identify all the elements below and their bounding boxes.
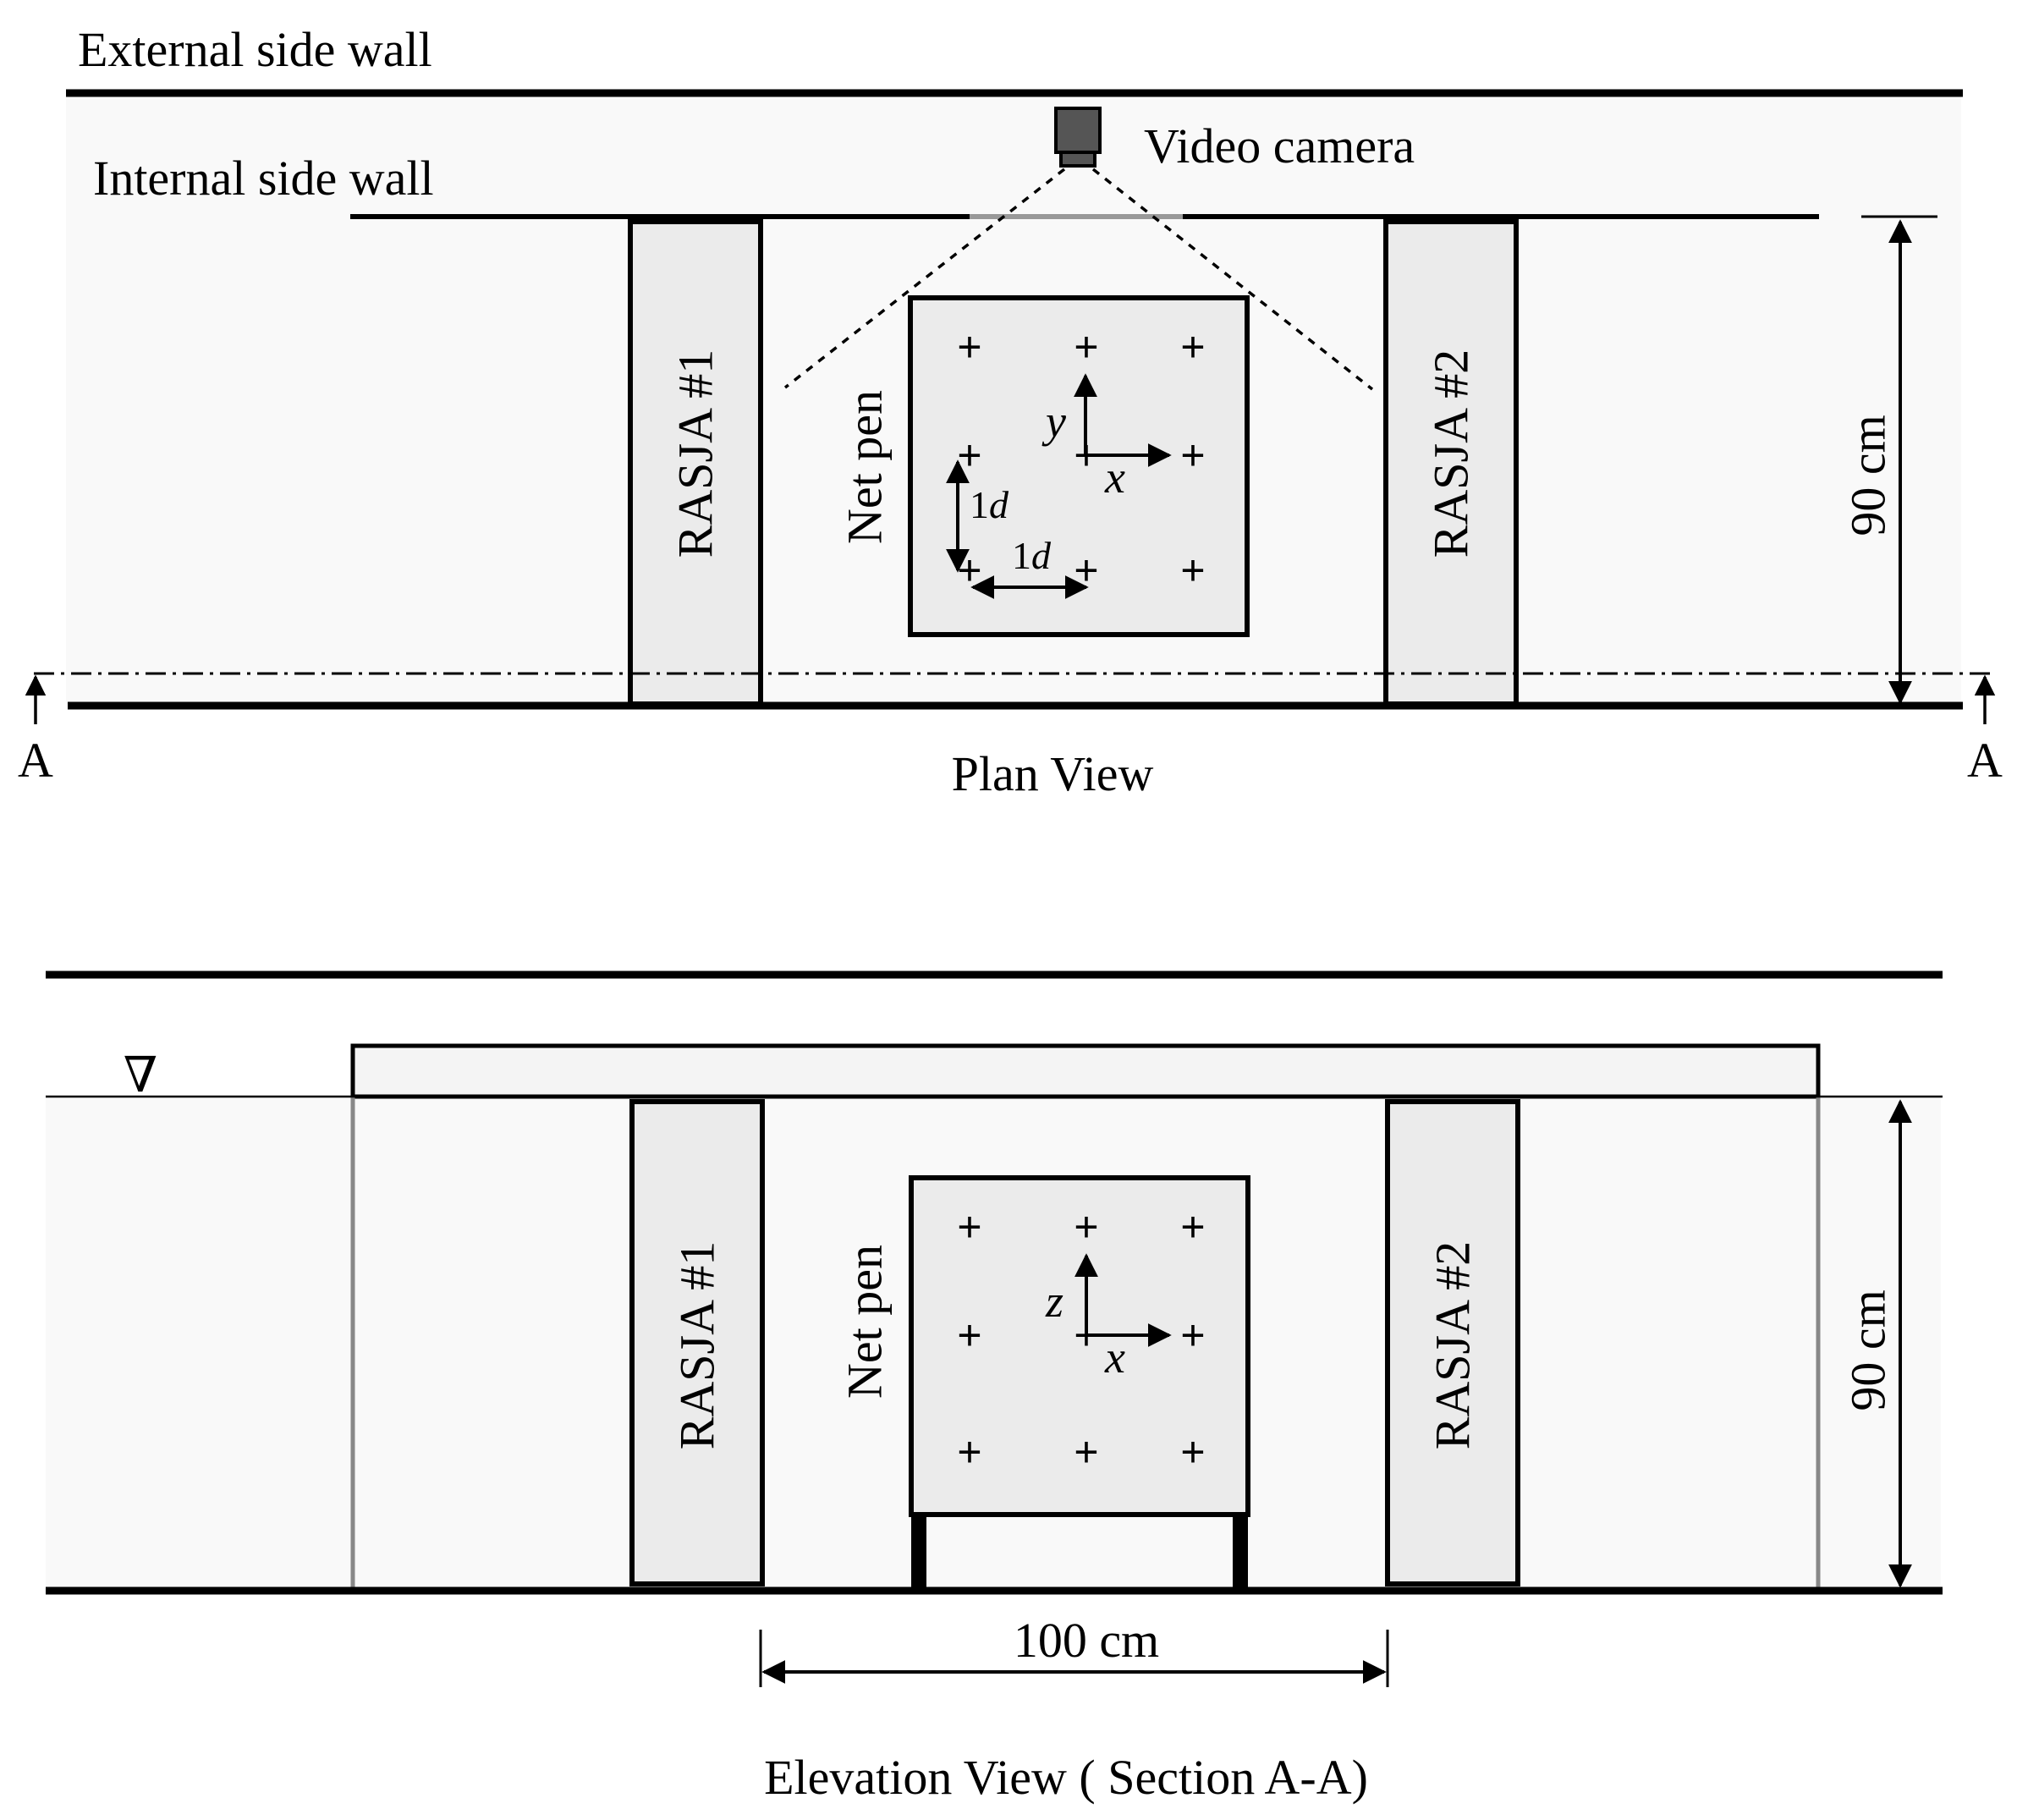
plan-rasja-1-box bbox=[628, 219, 763, 707]
plan-rasja-1-label: RASJA #1 bbox=[668, 349, 723, 558]
plan-depth-dimension-label: 90 cm bbox=[1841, 415, 1896, 536]
elevation-view-title: Elevation View ( Section A-A) bbox=[764, 1750, 1368, 1805]
net-pen-support-left bbox=[911, 1515, 926, 1589]
plan-probe-marker: + bbox=[1074, 323, 1098, 371]
elevation-probe-marker: + bbox=[1180, 1428, 1205, 1476]
plan-probe-marker: + bbox=[1180, 547, 1205, 594]
plan-vertical-spacing-label: 1d bbox=[970, 483, 1009, 526]
section-marker-right: A bbox=[1967, 733, 2003, 788]
elevation-probe-marker: + bbox=[1074, 1203, 1098, 1251]
elevation-net-pen-box bbox=[909, 1175, 1250, 1517]
plan-probe-marker: + bbox=[957, 323, 981, 371]
elevation-rasja-1-box bbox=[629, 1099, 765, 1586]
plan-probe-marker: + bbox=[1180, 432, 1205, 479]
plan-rasja-2-label: RASJA #2 bbox=[1424, 349, 1479, 558]
elevation-probe-marker: + bbox=[1180, 1203, 1205, 1251]
free-surface-symbol: ∇ bbox=[124, 1047, 158, 1102]
elevation-probe-marker: + bbox=[957, 1203, 981, 1251]
elevation-rasja-2-box bbox=[1385, 1099, 1520, 1586]
distance-dimension-label: 100 cm bbox=[1014, 1613, 1159, 1668]
elevation-probe-marker: + bbox=[957, 1428, 981, 1476]
camera-view-line-left bbox=[783, 168, 1066, 389]
plan-view-title: Plan View bbox=[952, 746, 1154, 801]
plan-view: External side wall Internal side wall Vi… bbox=[18, 22, 2003, 801]
video-camera-lens bbox=[1059, 151, 1096, 168]
plan-horizontal-spacing-label: 1d bbox=[1012, 534, 1052, 577]
camera-view-line-right bbox=[1091, 168, 1374, 391]
elevation-axis-x-label: x bbox=[1104, 1332, 1125, 1383]
section-marker-left: A bbox=[18, 733, 53, 788]
plan-probe-marker: + bbox=[957, 432, 981, 479]
plan-probe-marker: + bbox=[1180, 323, 1205, 371]
elevation-view: ∇ RASJA #1 RASJA #2 Net pen +++++++++ z … bbox=[46, 970, 1943, 1805]
plan-net-pen-label: Net pen bbox=[838, 390, 893, 544]
internal-wall-label: Internal side wall bbox=[93, 151, 434, 206]
net-pen-support-right bbox=[1233, 1515, 1248, 1589]
plan-axis-y-label: y bbox=[1041, 396, 1066, 447]
video-camera-label: Video camera bbox=[1144, 118, 1415, 173]
elevation-frame-top bbox=[350, 1043, 1821, 1099]
elevation-probe-marker: + bbox=[1180, 1311, 1205, 1359]
elevation-probe-marker: + bbox=[1074, 1428, 1098, 1476]
elevation-probe-marker: + bbox=[957, 1311, 981, 1359]
plan-axis-x-label: x bbox=[1104, 452, 1125, 503]
elevation-rasja-2-label: RASJA #2 bbox=[1426, 1241, 1481, 1450]
elevation-depth-dimension-label: 90 cm bbox=[1841, 1289, 1896, 1410]
elevation-axis-z-label: z bbox=[1045, 1276, 1063, 1327]
external-wall-label: External side wall bbox=[78, 22, 432, 77]
elevation-probe-grid: +++++++++ bbox=[957, 1203, 1205, 1476]
video-camera-icon bbox=[1054, 107, 1102, 154]
elevation-rasja-1-label: RASJA #1 bbox=[670, 1241, 725, 1450]
elevation-net-pen-label: Net pen bbox=[838, 1245, 893, 1399]
plan-rasja-2-box bbox=[1383, 219, 1519, 707]
